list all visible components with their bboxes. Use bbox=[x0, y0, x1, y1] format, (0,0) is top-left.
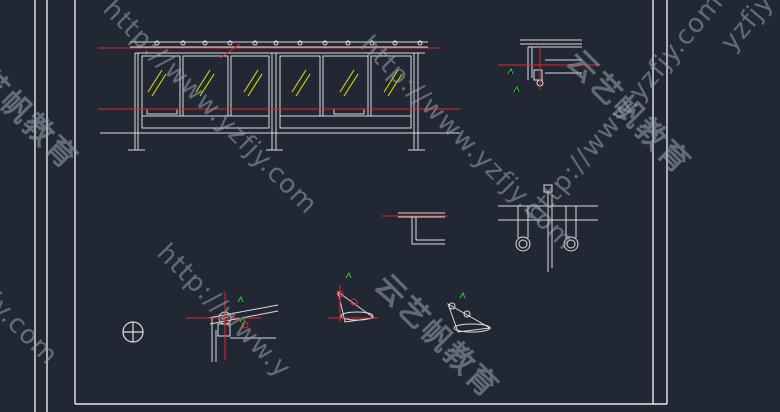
triangular-bracket-red-dimension bbox=[345, 271, 352, 279]
circle-cross-icon bbox=[122, 321, 144, 343]
spider-fitting-center-lines bbox=[186, 292, 262, 360]
wall-bracket-detail bbox=[398, 212, 445, 245]
roof-edge-detail-dimensions bbox=[507, 67, 520, 93]
glass-hatching bbox=[147, 69, 403, 97]
elevation-center-lines bbox=[98, 43, 460, 110]
triangular-bracket-red-marks bbox=[328, 285, 378, 322]
triangular-bracket-red bbox=[337, 290, 376, 323]
triangular-bracket-white-dimension bbox=[459, 291, 466, 299]
shelter-roof-brackets bbox=[154, 40, 423, 46]
shelter-elevation bbox=[100, 41, 460, 151]
roof-edge-detail bbox=[520, 39, 582, 87]
spider-fitting-detail bbox=[207, 304, 279, 362]
drawing-frame bbox=[34, 0, 668, 412]
triangular-bracket-white bbox=[447, 302, 492, 333]
spider-fitting-dimensions bbox=[237, 295, 246, 323]
glass-clamp-detail bbox=[498, 184, 598, 272]
roof-edge-detail-center-lines bbox=[498, 44, 600, 90]
